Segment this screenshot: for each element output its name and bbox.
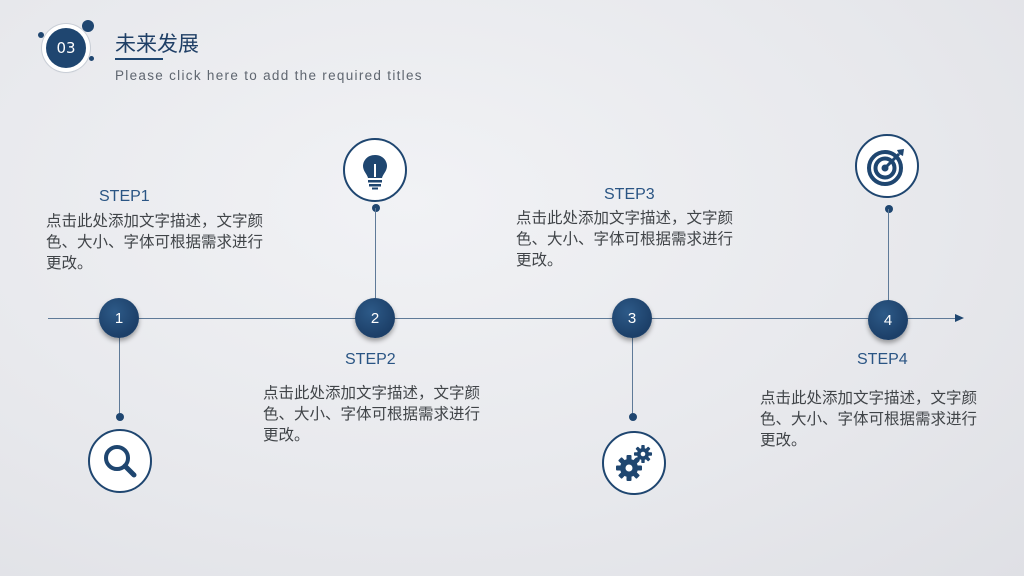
step-4-number[interactable]: 4: [868, 300, 908, 340]
page-title[interactable]: 未来发展: [115, 32, 199, 56]
timeline-axis: [48, 318, 958, 319]
step-4-icon-circle: [855, 134, 919, 198]
connector-dot-2: [372, 204, 380, 212]
connector-line-1: [119, 318, 120, 416]
step-3-description[interactable]: 点击此处添加文字描述，文字颜色、大小、字体可根据需求进行更改。: [516, 209, 734, 269]
header-decor-dot-large: [82, 20, 94, 32]
target-icon: [867, 149, 904, 186]
step-1-number[interactable]: 1: [99, 298, 139, 338]
connector-line-2: [375, 208, 376, 318]
step-2-label[interactable]: STEP2: [345, 351, 396, 368]
step-2-icon-circle: [343, 138, 407, 202]
gears-icon: [616, 445, 652, 481]
header-decor-dot-bottom: [89, 56, 94, 61]
timeline-arrow-icon: [955, 314, 964, 322]
connector-dot-3: [629, 413, 637, 421]
step-2-number[interactable]: 2: [355, 298, 395, 338]
header-decor-dot-small: [38, 32, 44, 38]
page-subtitle[interactable]: Please click here to add the required ti…: [115, 68, 423, 83]
step-3-label[interactable]: STEP3: [604, 186, 655, 203]
step-2-description[interactable]: 点击此处添加文字描述，文字颜色、大小、字体可根据需求进行更改。: [263, 384, 481, 444]
section-number-badge: 03: [46, 28, 86, 68]
title-underline: [115, 58, 163, 60]
lightbulb-icon: [363, 155, 387, 190]
step-1-description[interactable]: 点击此处添加文字描述，文字颜色、大小、字体可根据需求进行更改。: [46, 212, 264, 272]
step-3-number[interactable]: 3: [612, 298, 652, 338]
connector-dot-1: [116, 413, 124, 421]
step-3-icon-circle: [602, 431, 666, 495]
connector-line-3: [632, 318, 633, 416]
step-4-description[interactable]: 点击此处添加文字描述，文字颜色、大小、字体可根据需求进行更改。: [760, 389, 978, 449]
magnifier-icon: [104, 445, 137, 478]
connector-line-4: [888, 209, 889, 319]
step-4-label[interactable]: STEP4: [857, 351, 908, 368]
step-1-label[interactable]: STEP1: [99, 188, 150, 205]
step-1-icon-circle: [88, 429, 152, 493]
connector-dot-4: [885, 205, 893, 213]
